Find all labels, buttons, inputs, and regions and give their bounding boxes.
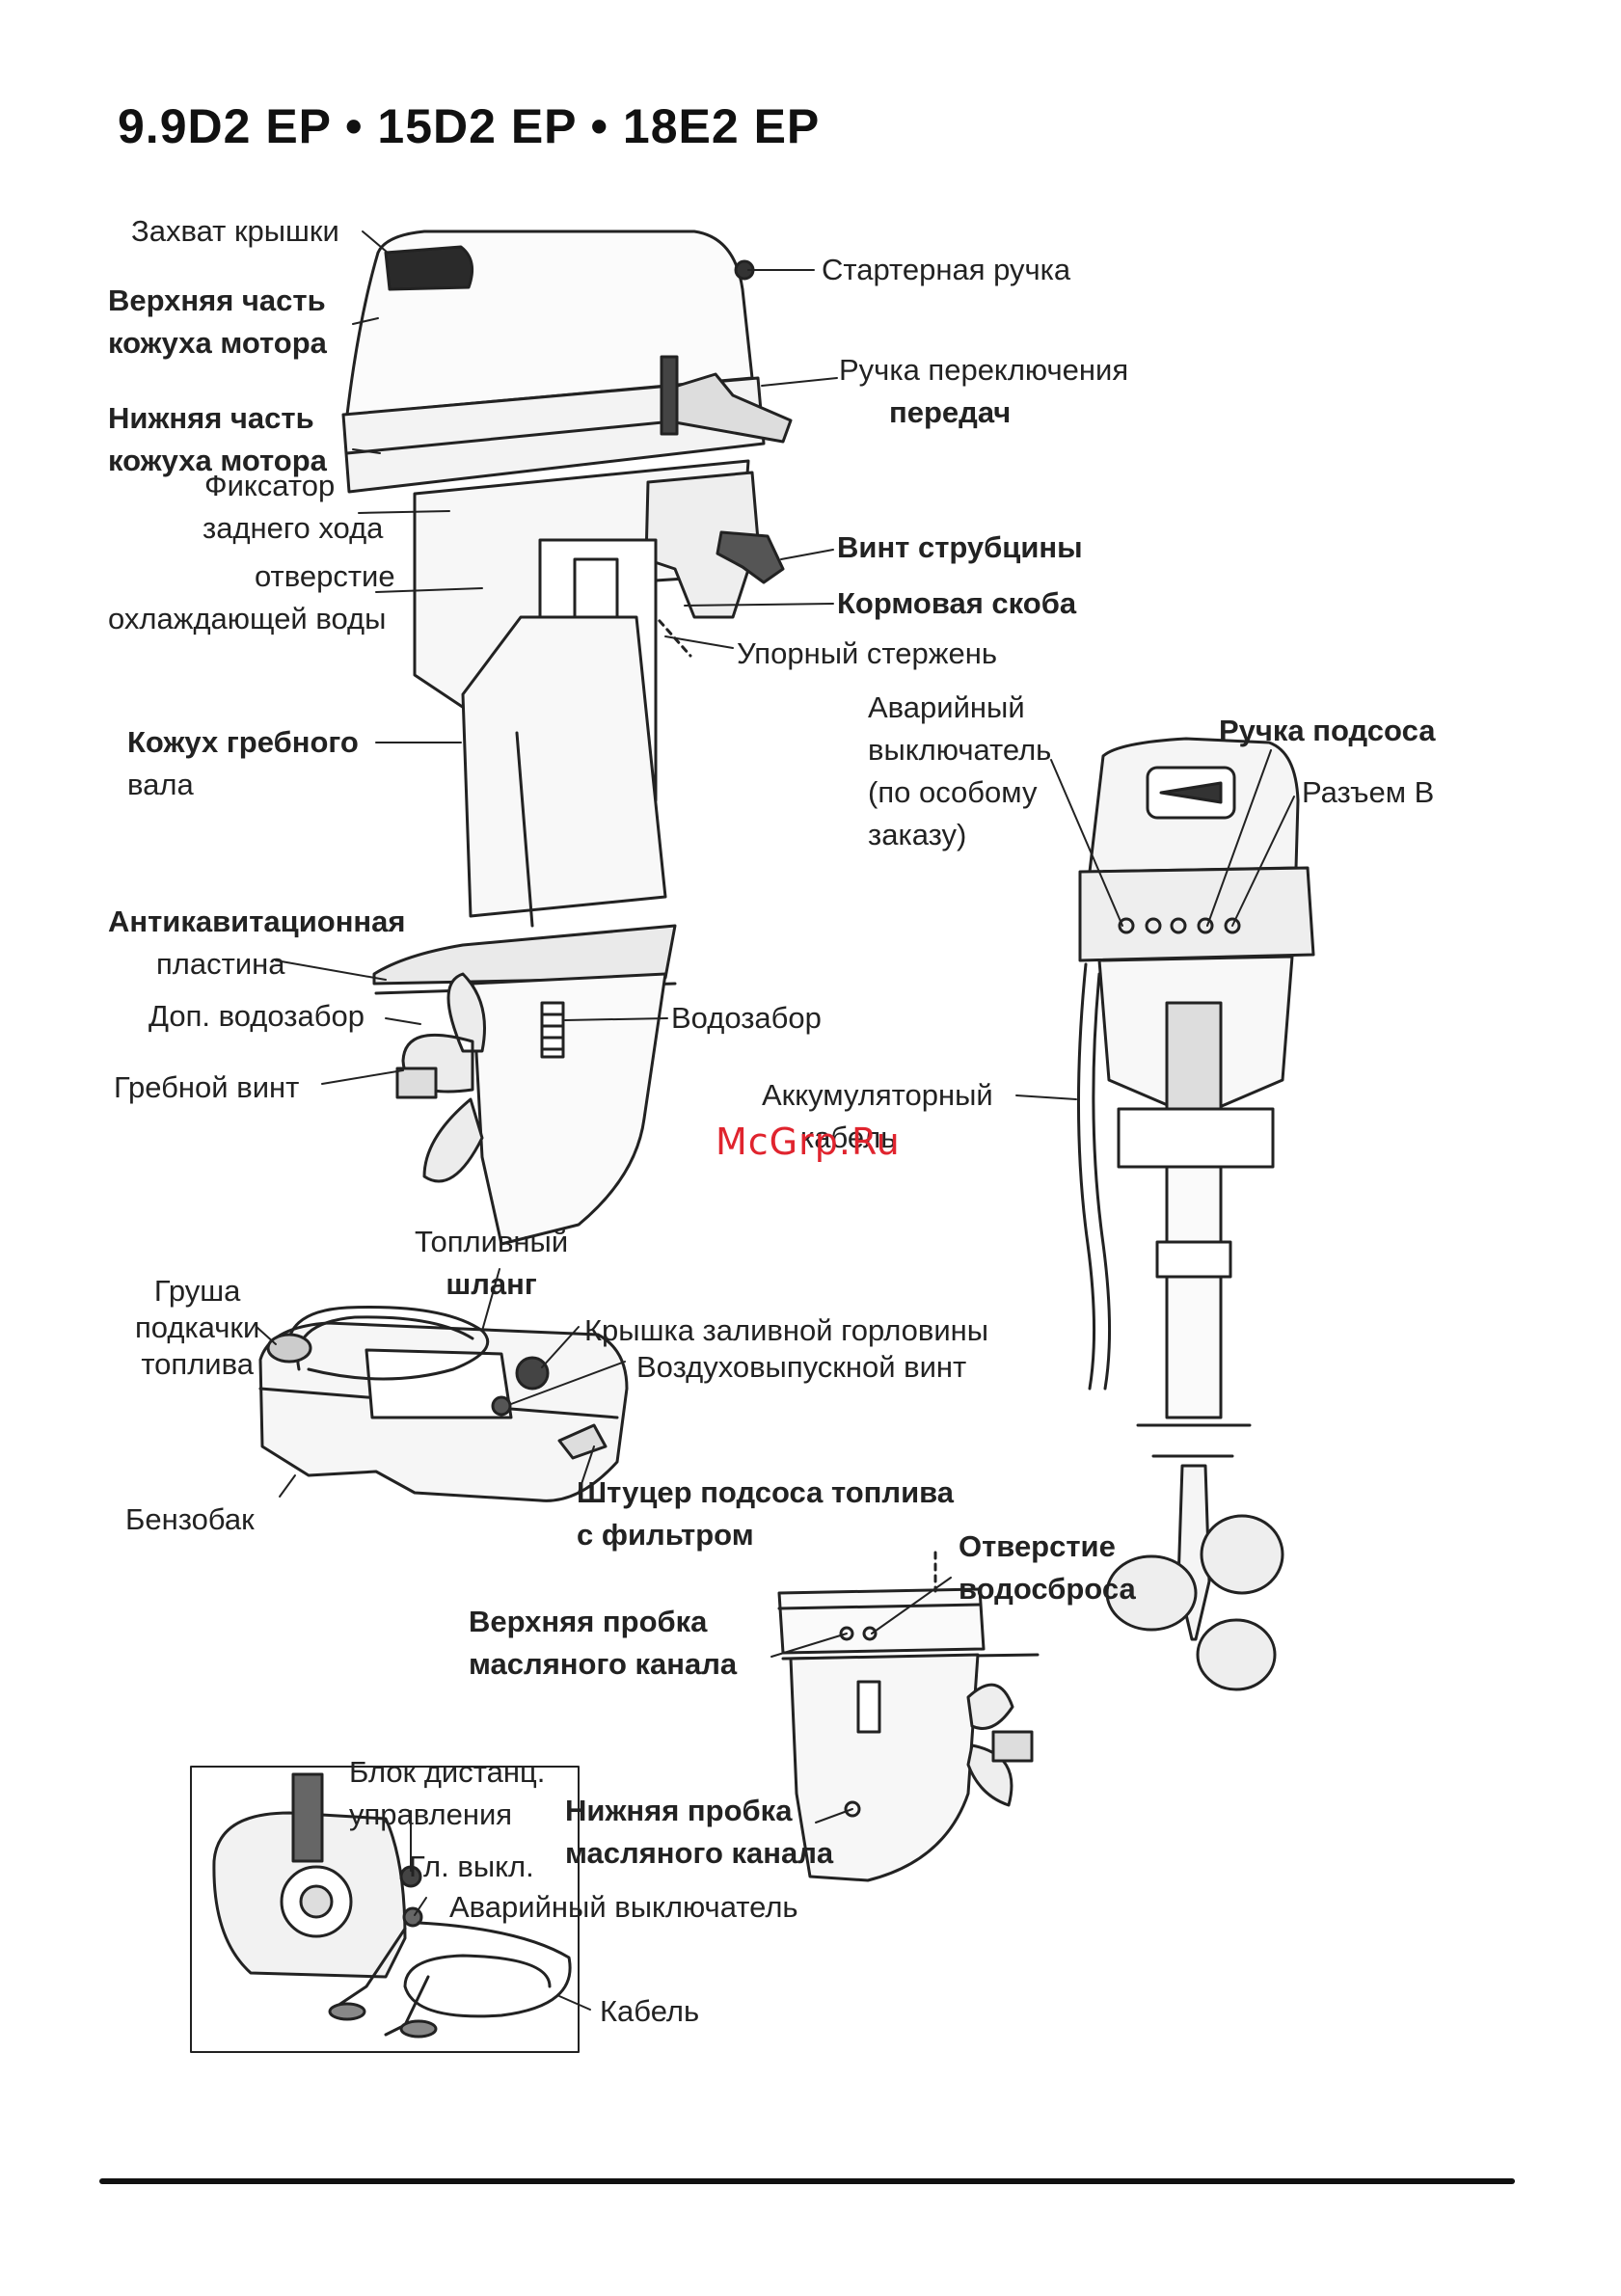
rear-shaft (1165, 1165, 1223, 1419)
label-fuel-tank: Бензобак (125, 1502, 255, 1536)
label-cover-grip: Захват крышки (131, 214, 339, 248)
rear-cowling-lower (1078, 866, 1315, 962)
shaft-housing-shape (461, 615, 667, 918)
anticav-plate-shape (372, 924, 677, 986)
label-stern-bracket: Кормовая скоба (837, 586, 1077, 620)
lower-cowling-shape (341, 376, 766, 494)
remote-cable-coil (403, 1921, 572, 2018)
label-thrust-rod: Упорный стержень (737, 636, 997, 670)
label-water-intake: Водозабор (671, 1001, 822, 1035)
label-aux-intake: Доп. водозабор (149, 999, 365, 1033)
rear-prop-left (1105, 1554, 1198, 1632)
water-intake-grille (540, 1001, 565, 1059)
tank-fitting-shape (557, 1423, 608, 1460)
label-vent-screw: Воздуховыпускной винт (636, 1350, 967, 1384)
label-starter-handle: Стартерная ручка (822, 253, 1071, 286)
label-filler-cap: Крышка заливной горловины (584, 1313, 989, 1347)
rear-prop-right (1200, 1514, 1284, 1595)
page-title: 9.9D2 EP • 15D2 EP • 18E2 EP (118, 99, 821, 153)
label-emergency-switch: Аварийный выключатель (449, 1890, 798, 1924)
lower-oil-plug-shape (844, 1800, 861, 1818)
label-propeller: Гребной винт (114, 1070, 300, 1104)
lower-unit-drawing (777, 1551, 1040, 1882)
tank-handle (365, 1348, 513, 1419)
clamp-screw-shape (716, 530, 785, 584)
label-main-switch: Гл. выкл. (409, 1850, 534, 1883)
outboard-rear-view (1076, 737, 1315, 1691)
rear-prop-bottom (1196, 1618, 1277, 1691)
label-connector-b: Разъем В (1302, 775, 1435, 809)
outboard-side-view (341, 230, 793, 1246)
remote-control-drawing (190, 1766, 580, 2053)
label-clamp-screw: Винт струбцины (837, 530, 1083, 564)
propeller-shape (401, 972, 486, 1183)
fuel-tank-drawing (258, 1306, 629, 1502)
label-cable: Кабель (600, 1994, 700, 2028)
tank-filler-cap-shape (515, 1356, 550, 1391)
battery-cable-shape (1076, 962, 1096, 1391)
watermark: McGrp.Ru (716, 1121, 901, 1163)
lower-unit-gearcase (789, 1653, 980, 1882)
primer-bulb-shape (266, 1333, 312, 1364)
leader-lines (256, 230, 1295, 2011)
label-choke-handle: Ручка подсоса (1219, 714, 1436, 747)
gearcase-shape (471, 972, 667, 1246)
label-remote-box: Блок дистанц.управления (349, 1755, 546, 1831)
cover-grip-shape (384, 245, 474, 291)
remote-lever (291, 1772, 324, 1863)
